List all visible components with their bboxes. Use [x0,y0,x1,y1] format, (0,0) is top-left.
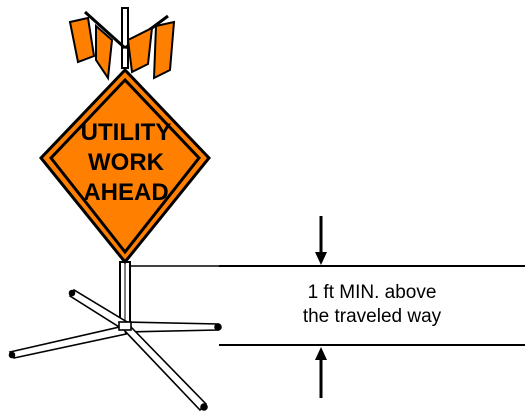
sign-diamond [39,67,211,265]
leg-foot-front [200,403,208,411]
sign-line-2: WORK [88,149,165,176]
flag-right-inner [126,26,154,74]
clearance-note: 1 ft MIN. above the traveled way [222,281,522,329]
tripod-base [8,288,222,412]
leg-foot-right [214,323,222,331]
clearance-dimension [130,216,525,398]
warning-sign: UTILITY WORK AHEAD [39,67,211,265]
leg-foot-left [8,351,16,359]
flag-right-outer [152,20,176,80]
dimension-arrow-top-head [315,252,327,265]
sign-line-1: UTILITY [81,119,172,146]
clearance-note-line-1: 1 ft MIN. above [307,282,437,303]
base-leg-left [8,325,127,359]
leg-foot-back [68,289,76,297]
flag-left-outer [68,16,96,64]
base-leg-right [125,321,219,333]
warning-flags [68,10,176,81]
clearance-note-line-2: the traveled way [302,306,442,327]
flag-left-inner [95,23,114,81]
sign-inner-border [49,77,201,255]
base-leg-front [122,324,208,412]
sign-line-3: AHEAD [83,179,168,206]
dimension-arrow-bottom-head [315,347,327,360]
base-hub [118,321,132,331]
